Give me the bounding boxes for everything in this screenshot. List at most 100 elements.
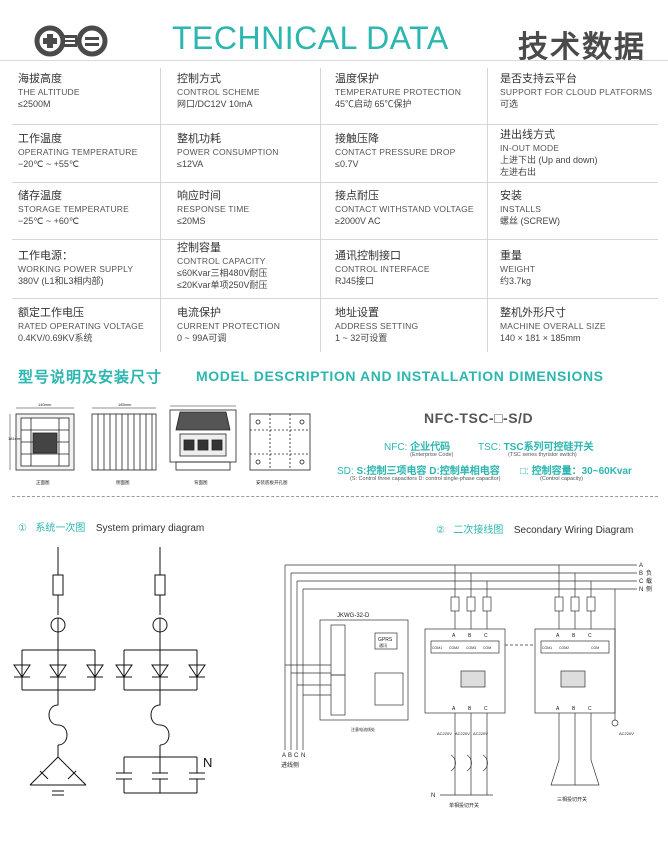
bus-side-label: 负 — [646, 569, 652, 577]
tsc-name: TSC系列可控硅开关 — [503, 442, 594, 453]
spec-label-en: CONTROL INTERFACE — [335, 264, 430, 274]
phase-label: C — [588, 706, 592, 712]
cap-code: □: — [520, 466, 529, 477]
secondary-title-cn: 二次接线图 — [453, 525, 504, 536]
n-bottom-label: N — [431, 793, 435, 799]
dimension-drawings: 140mm 181mm 185mm 正面图 侧面图 背面图 安装底板开孔图 — [8, 402, 311, 486]
grid-divider — [487, 68, 488, 352]
gprs-sub: 通讯 — [379, 642, 387, 648]
phase-label: A — [556, 633, 560, 639]
secondary-number: ② — [436, 525, 445, 536]
spec-label-en: STORAGE TEMPERATURE — [18, 204, 130, 214]
three-switch-label: 三相投切开关 — [557, 796, 587, 803]
section-title-en: MODEL DESCRIPTION AND INSTALLATION DIMEN… — [196, 368, 604, 384]
spec-label-en: WORKING POWER SUPPLY — [18, 264, 134, 274]
spec-value: ≤0.7V — [335, 159, 359, 169]
spec-label-cn: 电流保护 — [177, 307, 221, 319]
grid-divider — [12, 239, 658, 240]
spec-label-cn: 地址设置 — [335, 307, 379, 319]
spec-value: −20℃ ~ +55℃ — [18, 159, 80, 169]
section-divider — [12, 496, 658, 497]
ac-label: AC220V — [437, 731, 452, 736]
spec-label-cn: 控制方式 — [177, 73, 221, 85]
grid-divider — [160, 68, 161, 352]
spec-label-cn: 进出线方式 — [500, 129, 555, 141]
bus-label: A — [639, 563, 643, 569]
ac-label: AC220V — [455, 731, 470, 736]
spec-label-en: CONTACT WITHSTAND VOLTAGE — [335, 204, 474, 214]
primary-diagram-title: ① 系统一次图 System primary diagram — [18, 518, 204, 536]
spec-value: ≤2500M — [18, 99, 51, 109]
incoming-label: A — [282, 753, 286, 759]
phase-label: B — [468, 633, 472, 639]
spec-label-en: ADDRESS SETTING — [335, 321, 419, 331]
incoming-label: N — [301, 753, 305, 759]
grid-divider — [12, 298, 658, 299]
tsc-code: TSC: — [478, 442, 501, 453]
spec-label-en: THE ALTITUDE — [18, 87, 80, 97]
spec-value: 1 ~ 32可设置 — [335, 333, 388, 343]
phase-label: B — [572, 633, 576, 639]
dim-side-width: 185mm — [118, 402, 132, 407]
grid-divider — [320, 68, 321, 352]
terminal-label: COM — [591, 646, 599, 650]
controller-label: JKWG-32-D — [337, 613, 370, 619]
spec-value: ≤20MS — [177, 216, 206, 226]
cap-code-desc: □: 控制容量：30~60Kvar — [520, 462, 632, 477]
spec-label-cn: 接触压降 — [335, 133, 379, 145]
spec-value: 可选 — [500, 99, 519, 109]
cap-sub: (Control capacity) — [540, 476, 584, 482]
spec-label-en: SUPPORT FOR CLOUD PLATFORMS — [500, 87, 653, 97]
view-label: 背面图 — [194, 479, 208, 486]
spec-label-en: RESPONSE TIME — [177, 204, 250, 214]
nfc-code-desc: NFC: 企业代码 — [384, 438, 450, 453]
incoming-label: C — [294, 753, 299, 759]
spec-label-cn: 重量 — [500, 250, 522, 262]
side-view-drawing — [91, 407, 157, 471]
bus-label: N — [639, 587, 643, 593]
spec-value: ≤60Kvar三相480V耐压 — [177, 268, 268, 278]
spec-value: −25℃ ~ +60℃ — [18, 216, 80, 226]
spec-label-en: CONTROL CAPACITY — [177, 256, 266, 266]
spec-label-en: CONTROL SCHEME — [177, 87, 260, 97]
incoming-text: 进线侧 — [281, 761, 299, 769]
spec-label-cn: 海拔高度 — [18, 73, 62, 85]
controller-sub: 注意电流线处 — [351, 726, 375, 732]
nfc-name: 企业代码 — [410, 442, 451, 453]
back-view-drawing — [169, 405, 237, 471]
spec-cell: 海拔高度 THE ALTITUDE ≤2500M — [18, 73, 80, 129]
spec-label-cn: 响应时间 — [177, 190, 221, 202]
secondary-title-en: Secondary Wiring Diagram — [513, 525, 634, 536]
spec-value: 0.4KV/0.69KV系统 — [18, 333, 93, 343]
spec-label-en: OPERATING TEMPERATURE — [18, 147, 138, 157]
spec-label-en: CONTACT PRESSURE DROP — [335, 147, 456, 157]
spec-label-cn: 安装 — [500, 190, 522, 202]
front-view-drawing — [9, 407, 75, 471]
cap-name: 控制容量：30~60Kvar — [531, 466, 632, 477]
section-title-cn: 型号说明及安装尺寸 — [18, 369, 163, 386]
spec-cell: 控制方式 CONTROL SCHEME 网口/DC12V 10mA — [177, 73, 260, 129]
spec-cell: 响应时间 RESPONSE TIME ≤20MS — [177, 190, 249, 246]
spec-value: 网口/DC12V 10mA — [177, 99, 253, 109]
view-label: 正面图 — [36, 480, 50, 486]
neutral-label: N — [203, 755, 212, 770]
spec-label-en: WEIGHT — [500, 264, 536, 274]
phase-label: A — [556, 706, 560, 712]
spec-cell: 地址设置 ADDRESS SETTING 1 ~ 32可设置 — [335, 307, 418, 363]
spec-label-cn: 接点耐压 — [335, 190, 379, 202]
terminal-label: COM1 — [542, 646, 552, 650]
spec-value: 45℃启动 65℃保护 — [335, 99, 412, 109]
spec-label-en: INSTALLS — [500, 204, 542, 214]
terminal-label: COM — [483, 646, 491, 650]
dim-front-width: 140mm — [38, 402, 52, 407]
spec-label-en: POWER CONSUMPTION — [177, 147, 279, 157]
spec-value: ≤20Kvar单项250V耐压 — [177, 280, 268, 290]
sd-name: S:控制三项电容 D:控制单相电容 — [356, 466, 500, 477]
spec-label-en: IN-OUT MODE — [500, 143, 560, 153]
spec-label-en: RATED OPERATING VOLTAGE — [18, 321, 144, 331]
